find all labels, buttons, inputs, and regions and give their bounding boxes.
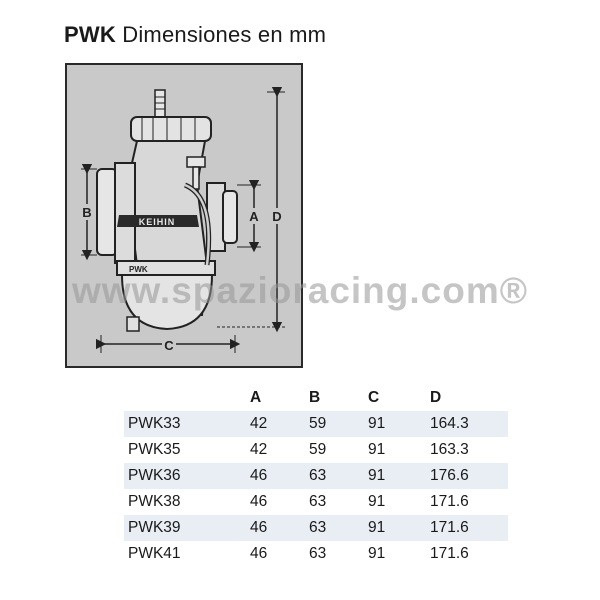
carburetor-diagram: KEIHIN PWK B A	[65, 63, 303, 368]
cell-a: 46	[250, 515, 309, 541]
cell-d: 163.3	[430, 441, 469, 458]
cell-c: 91	[368, 441, 386, 458]
title-text: Dimensiones en mm	[115, 22, 327, 47]
label-d: D	[272, 209, 281, 224]
label-a: A	[249, 209, 259, 224]
header-a: A	[250, 389, 262, 406]
cell-a: 42	[250, 441, 268, 458]
cell-b: 63	[309, 515, 368, 541]
page-title: PWK Dimensiones en mm	[64, 22, 326, 48]
cell-c: 91	[368, 515, 430, 541]
cell-c: 91	[368, 463, 430, 489]
side-screw	[186, 156, 206, 190]
cell-b: 63	[309, 545, 327, 562]
cell-a: 46	[250, 463, 309, 489]
cell-c: 91	[368, 411, 430, 437]
cell-b: 63	[309, 493, 327, 510]
bowl-model-text: PWK	[129, 265, 148, 274]
cell-model: PWK36	[124, 463, 250, 489]
dimension-b: B	[80, 163, 97, 261]
cell-d: 171.6	[430, 545, 469, 562]
header-d: D	[430, 389, 442, 406]
top-cap	[130, 116, 212, 142]
cell-d: 171.6	[430, 515, 508, 541]
dimension-a: A	[237, 179, 261, 253]
label-b: B	[82, 205, 91, 220]
table-row: PWK41 46 63 91 171.6	[124, 541, 508, 567]
intake-left	[96, 162, 136, 264]
cell-b: 63	[309, 463, 368, 489]
header-model	[124, 385, 250, 411]
cell-d: 164.3	[430, 411, 508, 437]
cell-a: 42	[250, 411, 309, 437]
top-screw	[154, 89, 166, 119]
table-row: PWK33 42 59 91 164.3	[124, 411, 508, 437]
cell-d: 171.6	[430, 493, 469, 510]
cell-model: PWK39	[124, 515, 250, 541]
header-c: C	[368, 389, 380, 406]
dimensions-table: A B C D PWK33 42 59 91 164.3 PWK35 42 59…	[124, 385, 508, 567]
table-row: PWK36 46 63 91 176.6	[124, 463, 508, 489]
title-model: PWK	[64, 22, 116, 47]
table-row: PWK35 42 59 91 163.3	[124, 437, 508, 463]
cell-a: 46	[250, 545, 268, 562]
table-row: PWK39 46 63 91 171.6	[124, 515, 508, 541]
cell-c: 91	[368, 493, 386, 510]
cell-model: PWK35	[128, 441, 181, 458]
dimension-c: C	[95, 335, 241, 353]
cell-b: 59	[309, 441, 327, 458]
float-bowl: PWK	[116, 260, 216, 332]
brand-band: KEIHIN	[117, 215, 199, 227]
cell-a: 46	[250, 493, 268, 510]
cell-model: PWK38	[128, 493, 181, 510]
cell-model: PWK33	[124, 411, 250, 437]
label-c: C	[164, 338, 174, 353]
cell-c: 91	[368, 545, 386, 562]
table-header-row: A B C D	[124, 385, 508, 411]
outlet-right	[206, 182, 238, 252]
brand-text: KEIHIN	[139, 217, 176, 227]
dimension-d: D	[217, 86, 285, 333]
watermark: www.spazioracing.com®	[71, 270, 529, 311]
cell-b: 59	[309, 411, 368, 437]
header-b: B	[309, 389, 321, 406]
cell-model: PWK41	[128, 545, 181, 562]
carburetor-drawing: KEIHIN PWK B A	[80, 86, 285, 353]
cell-d: 176.6	[430, 463, 508, 489]
table-row: PWK38 46 63 91 171.6	[124, 489, 508, 515]
